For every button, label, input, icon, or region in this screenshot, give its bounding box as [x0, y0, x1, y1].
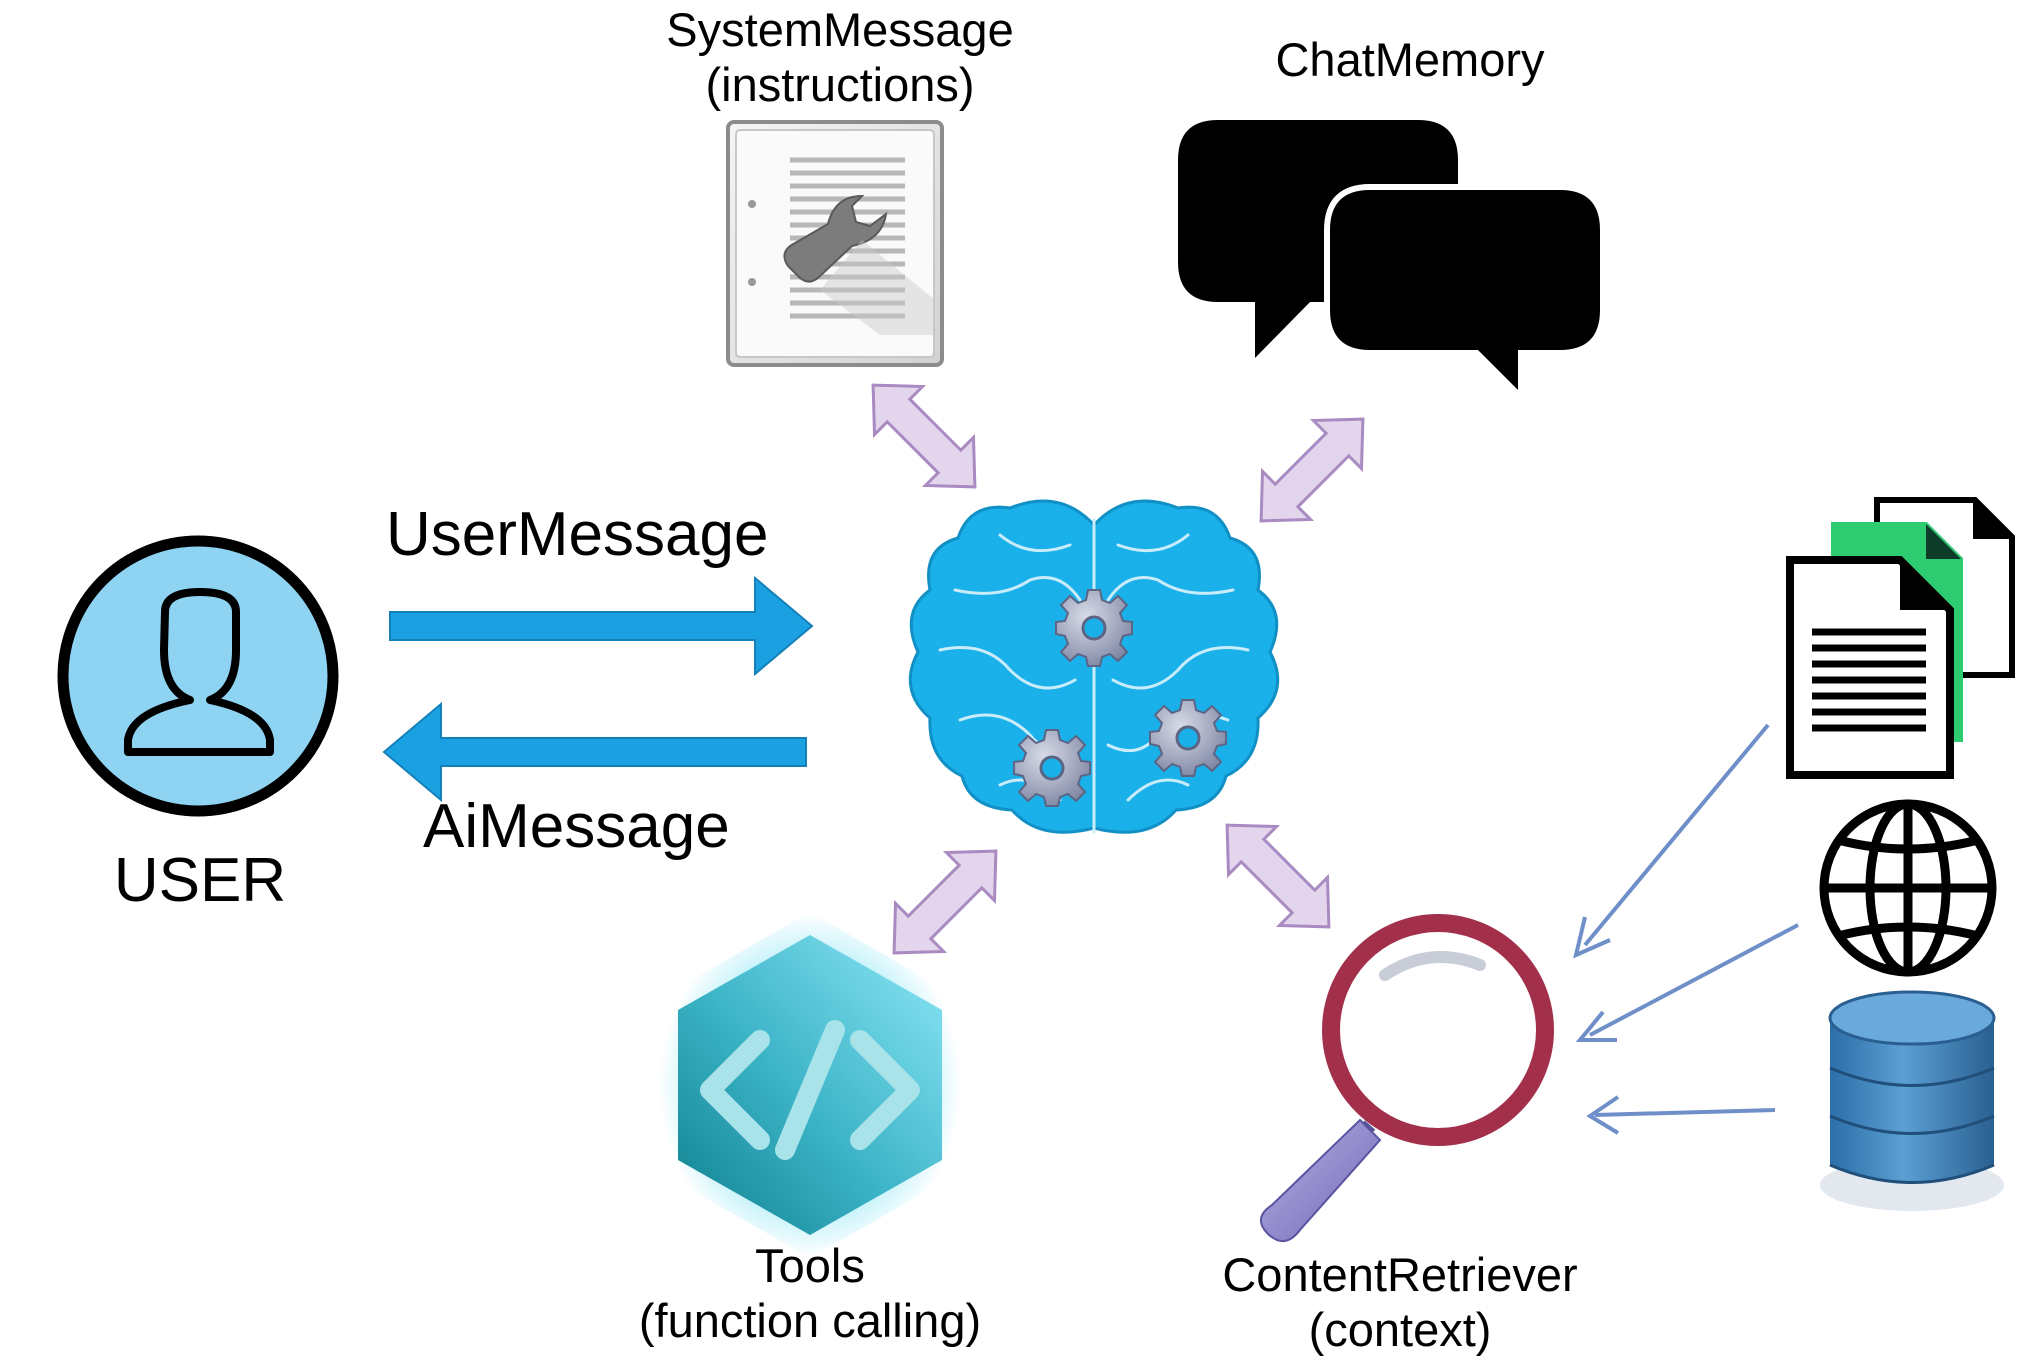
- user-message-label: UserMessage: [386, 500, 769, 569]
- ai-message-label: AiMessage: [423, 792, 730, 861]
- documents-to-retriever-arrow: [1573, 723, 1770, 959]
- brain-icon: [908, 499, 1280, 834]
- database-to-retriever-arrow: [1586, 1095, 1776, 1135]
- content-retriever-title: ContentRetriever: [1222, 1248, 1578, 1301]
- system-message-label: SystemMessage (instructions): [640, 2, 1040, 113]
- tools-subtitle: (function calling): [638, 1294, 982, 1348]
- content-retriever-subtitle: (context): [1308, 1303, 1492, 1357]
- user-message-arrow: [389, 575, 814, 677]
- system-message-double-arrow: [871, 383, 977, 489]
- database-icon: [1820, 990, 2004, 1211]
- globe-to-retriever-arrow: [1575, 923, 1799, 1042]
- ai-message-arrow: [382, 701, 807, 803]
- user-icon: [57, 535, 339, 817]
- tools-label: Tools (function calling): [610, 1238, 1010, 1349]
- retriever-double-arrow: [1225, 823, 1331, 929]
- system-message-subtitle: (instructions): [705, 58, 975, 112]
- chat-memory-label: ChatMemory: [1275, 33, 1545, 86]
- document-wrench-icon: [726, 120, 944, 367]
- system-message-title: SystemMessage: [666, 3, 1014, 56]
- tools-double-arrow: [892, 849, 998, 955]
- magnifier-icon: [1260, 914, 1554, 1242]
- retrieval-arrows: [1573, 723, 1799, 1135]
- speech-bubbles-icon: [1178, 120, 1606, 405]
- tools-title: Tools: [755, 1239, 865, 1292]
- code-hexagon-icon: [658, 912, 962, 1258]
- globe-icon: [1819, 799, 1997, 977]
- documents-icon: [1786, 497, 2015, 779]
- user-label: USER: [113, 846, 287, 915]
- chat-memory-double-arrow: [1259, 417, 1365, 523]
- content-retriever-label: ContentRetriever (context): [1180, 1247, 1620, 1358]
